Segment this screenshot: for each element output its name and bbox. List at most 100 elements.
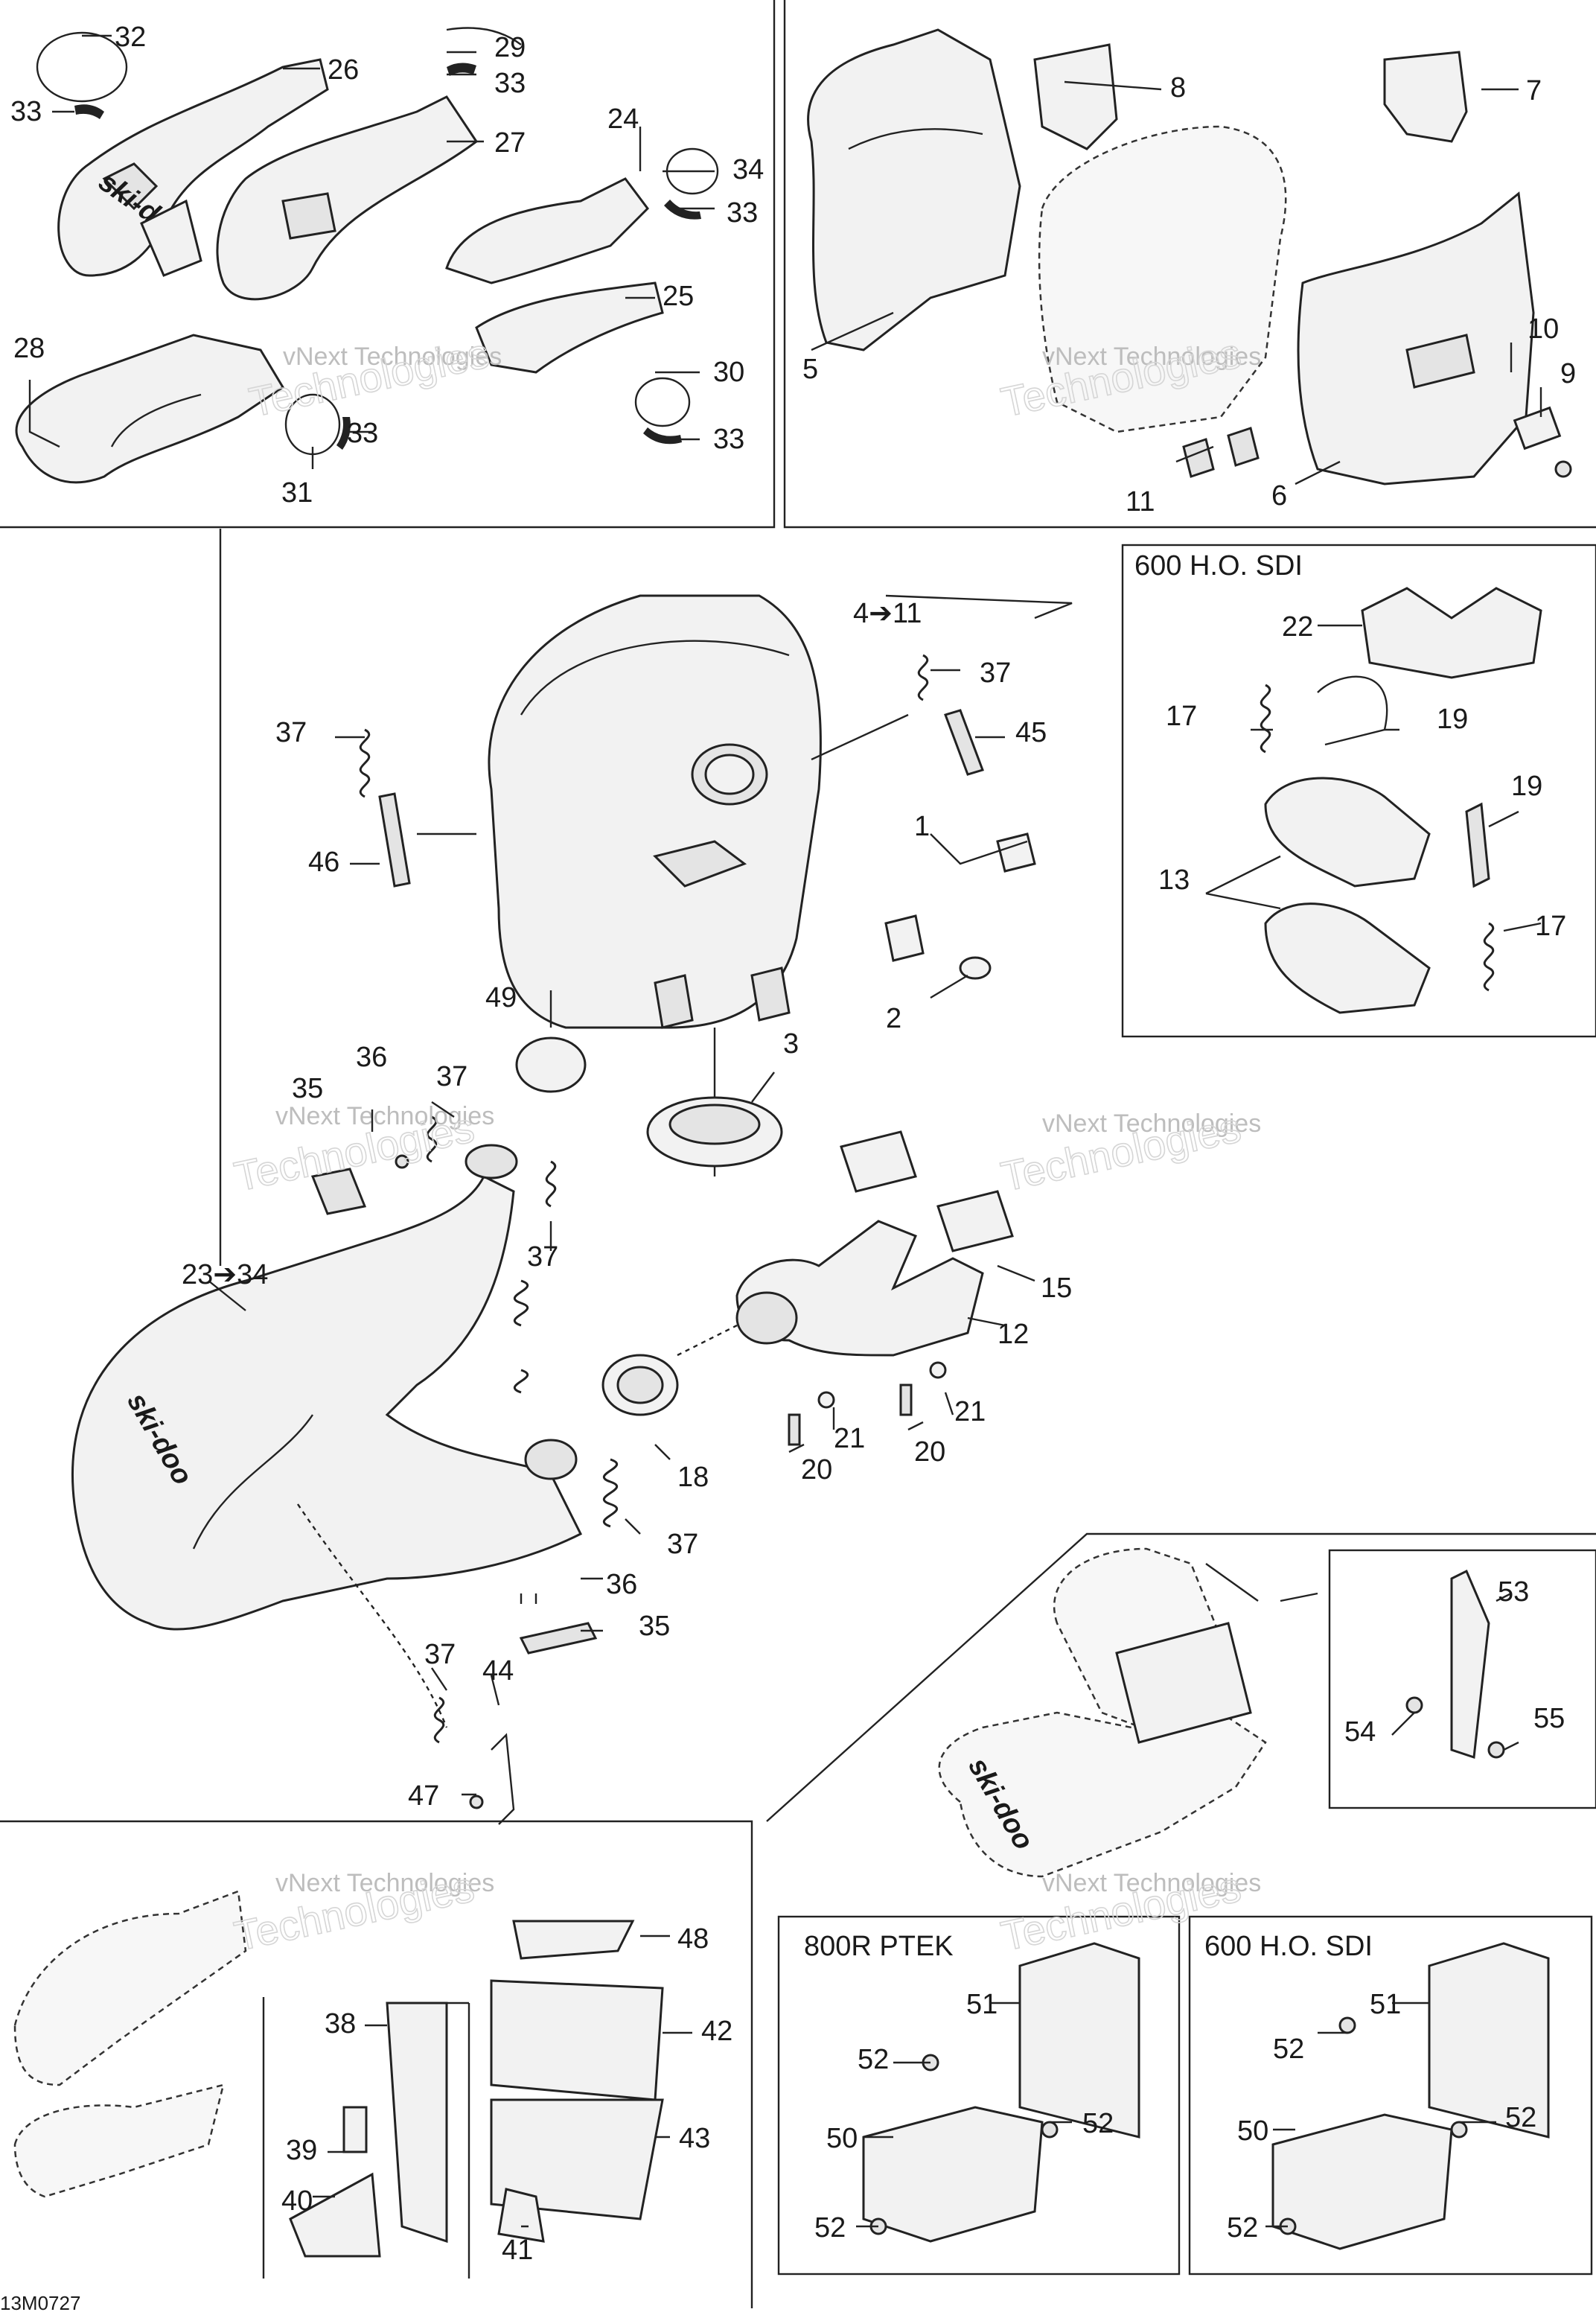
label-37: 37 [667,1529,698,1560]
shield-42 [490,1979,664,2101]
shield-41 [497,2188,545,2243]
label-46: 46 [308,847,339,878]
nuts-36b [520,1593,537,1604]
label-50: 50 [826,2123,858,2154]
bolts-20 [788,1383,913,1446]
bracket-50a [862,2106,1044,2243]
label-37: 37 [424,1639,456,1670]
spring-17a [1260,684,1271,754]
bracket-35a [310,1168,367,1215]
label-35: 35 [639,1611,670,1642]
spring-37c [426,1115,438,1163]
pipe-inlet [524,1439,578,1480]
clamp-19a [1317,675,1388,746]
label-38: 38 [325,2008,356,2039]
label-49: 49 [485,982,517,1013]
tuned-pipe-23-34 [71,1174,583,1631]
shield-51a [1018,1942,1140,2139]
manifold-assembly [735,1130,1014,1446]
label-33: 33 [347,418,378,449]
label-15: 15 [1041,1273,1072,1304]
spring-37f [433,1696,445,1744]
heat-shield-5 [807,28,1021,351]
label-19: 19 [1437,704,1468,735]
top-left-parts: ski-doo [15,27,719,484]
shield-48 [512,1920,635,1960]
heat-shield-6 [1297,191,1535,485]
bracket-50b [1271,2113,1453,2250]
label-30: 30 [713,357,744,388]
muffler-outline-dashed [1038,125,1287,433]
label-37: 37 [980,657,1011,689]
elbow-13b [1264,902,1431,1014]
spring-17b [1483,922,1495,992]
label-35: 35 [292,1073,323,1104]
box-53-55 [1328,1549,1596,1809]
svg-text:vNext Technologies: vNext Technologies [275,1102,494,1130]
label-13: 13 [1158,864,1190,896]
label-11: 11 [1126,486,1155,518]
label-51: 51 [966,1989,998,2020]
clamp-32 [36,31,128,103]
label-52: 52 [1227,2212,1258,2244]
label-32: 32 [115,22,146,53]
label-26: 26 [328,54,359,86]
bracket-35b [519,1622,598,1655]
label-33: 33 [10,96,42,127]
label-24: 24 [607,104,639,135]
assembled-view: ski-doo [938,1547,1505,1878]
label-33: 33 [727,197,758,229]
svg-text:vNext Technologies: vNext Technologies [1042,343,1261,371]
label-9: 9 [1560,358,1576,389]
label-34: 34 [732,154,764,185]
label-19: 19 [1511,771,1542,802]
gasket-15a [840,1130,917,1193]
label-2: 2 [886,1003,901,1034]
svg-text:vNext Technologies: vNext Technologies [275,1869,494,1897]
box-title-800r-ptek: 800R PTEK [804,1931,954,1962]
muffler-4-11 [488,594,822,1029]
heat-shield-28 [15,334,285,484]
leader-lines [28,34,1542,2228]
clamp-29 [446,27,522,45]
label-17: 17 [1166,701,1197,732]
bracket-44 [491,1733,515,1825]
label-52: 52 [1082,2108,1114,2139]
grommets-1 [884,832,1036,962]
box-600ho-top [1121,544,1596,1038]
frame-bottom-right [766,1532,1596,1822]
bottom-left-parts [13,1890,664,2258]
clamp-30 [634,377,691,427]
box-title-600ho-top: 600 H.O. SDI [1134,550,1303,582]
pipe-outlet [465,1144,518,1179]
seal-49 [515,1037,587,1093]
label-42: 42 [701,2016,732,2047]
label-27: 27 [494,127,526,159]
spring-37a [917,654,929,701]
label-40: 40 [281,2185,313,2217]
label-33: 33 [494,68,526,99]
label-37: 37 [436,1061,467,1092]
label-44: 44 [482,1655,514,1687]
muffler-mounts [654,967,791,1029]
label-39 [342,2106,368,2153]
label-48: 48 [677,1923,709,1955]
label-1: 1 [914,811,930,842]
label-53: 53 [1498,1576,1529,1608]
label-22: 22 [1282,611,1313,643]
svg-text:vNext Technologies: vNext Technologies [1042,1869,1261,1897]
shield-51b [1428,1942,1550,2139]
shield-40 [289,2172,381,2258]
label-52: 52 [1505,2102,1536,2133]
label-21: 21 [834,1423,865,1454]
label-54: 54 [1344,1716,1376,1748]
label-20: 20 [914,1436,945,1468]
screw-54 [1405,1696,1423,1714]
label-31: 31 [281,477,313,509]
label-10: 10 [1528,313,1559,345]
label-21: 21 [954,1396,986,1427]
document-id: 13M0727 [0,2292,80,2314]
shield-53 [1450,1569,1490,1760]
label-20: 20 [801,1454,832,1486]
